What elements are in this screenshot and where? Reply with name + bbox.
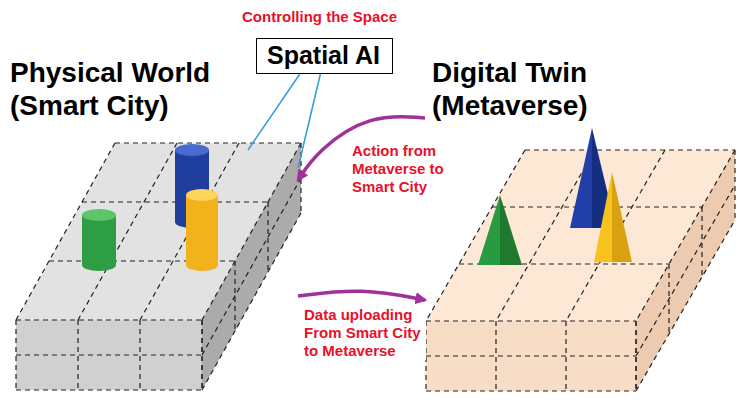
grid-line	[566, 150, 665, 321]
region-heading: Physical World (Smart City)	[10, 56, 225, 122]
cone-objects	[478, 128, 632, 265]
green-cylinder-top	[82, 209, 116, 221]
grid-line	[495, 321, 496, 391]
yellow-cylinder	[186, 195, 218, 271]
grid-line	[77, 320, 78, 390]
cylinder-objects	[82, 144, 218, 271]
slab-front	[426, 321, 636, 391]
green-cone-shade	[500, 195, 522, 265]
slab-side	[636, 150, 735, 391]
green-cylinder	[82, 215, 116, 271]
grid-slab	[16, 143, 301, 390]
grid-line	[140, 143, 239, 320]
blue-cylinder-top	[175, 144, 209, 156]
grid-line	[525, 149, 735, 150]
grid-line	[496, 150, 595, 321]
grid-line	[636, 185, 735, 356]
blue-cone	[570, 128, 592, 228]
grid-line	[426, 355, 636, 356]
spatial-ai-box: Spatial AI	[256, 38, 393, 74]
grid-line	[139, 320, 140, 390]
grid-line	[16, 143, 115, 320]
smart-city-region: Physical World (Smart City)	[8, 56, 298, 396]
control-link	[248, 74, 320, 168]
grid-line	[426, 320, 636, 321]
grid-line	[426, 390, 636, 391]
grid-line	[115, 142, 301, 143]
green-cone	[478, 195, 500, 265]
heading-note: Controlling the Space	[240, 8, 399, 26]
yellow-cone-shade	[612, 172, 632, 262]
grid-slabs	[16, 143, 735, 391]
yellow-cone	[594, 172, 612, 262]
flow-arrow	[298, 291, 425, 300]
grid-line	[636, 150, 735, 321]
box-label: Spatial AI	[267, 40, 382, 71]
region-heading: Digital Twin (Metaverse)	[432, 56, 647, 122]
grid-line	[636, 220, 735, 391]
grid-line	[16, 354, 202, 355]
grid-line	[701, 207, 702, 277]
grid-line	[16, 389, 202, 390]
grid-line	[78, 143, 177, 320]
edge-label: Data uploading From Smart City to Metave…	[302, 306, 426, 360]
slab-front	[16, 320, 202, 390]
edge-label: Action from Metaverse to Smart City	[350, 142, 454, 196]
metaverse-region: Digital Twin (Metaverse)	[425, 56, 740, 396]
grid-line	[16, 319, 202, 320]
yellow-cylinder-top	[186, 189, 218, 201]
